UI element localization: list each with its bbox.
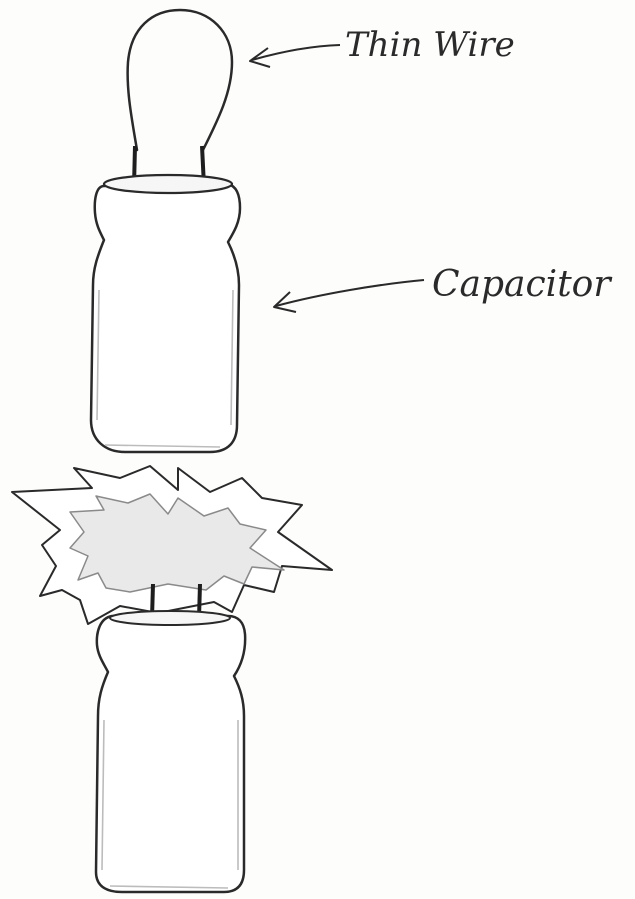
bottom-capacitor-rim [110, 611, 230, 625]
wire-label-pointer [250, 45, 340, 67]
capacitor-label-pointer [274, 280, 424, 312]
wire-label: Thin Wire [345, 25, 515, 65]
top-capacitor-body [91, 184, 240, 452]
capacitor-arrow-line [276, 280, 424, 306]
top-capacitor-rim [104, 175, 232, 193]
bottom-capacitor-assembly [96, 584, 245, 892]
capacitor-label: Capacitor [432, 264, 612, 305]
top-capacitor-assembly [91, 10, 240, 452]
wire-arrow-line [252, 45, 340, 60]
thin-wire-loop [128, 10, 232, 150]
explosion-burst [12, 466, 332, 624]
bottom-capacitor-body [96, 616, 245, 892]
